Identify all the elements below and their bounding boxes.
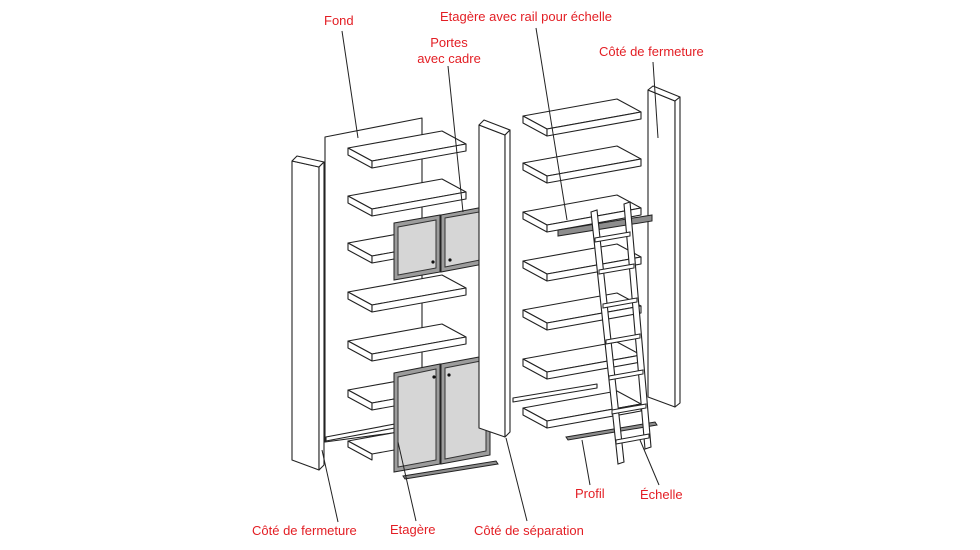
label-separation-side: Côté de séparation	[474, 523, 584, 538]
ladder	[590, 201, 652, 465]
label-closing-side-top: Côté de fermeture	[599, 44, 704, 59]
left-shelf-5	[347, 323, 467, 362]
label-fond: Fond	[324, 13, 354, 28]
left-shelf-2	[347, 178, 467, 217]
label-doors-line-2: avec cadre	[417, 51, 481, 66]
label-closing-side-bottom: Côté de fermeture	[252, 523, 357, 538]
leader-lines	[321, 27, 660, 523]
right-floor-profiles	[512, 383, 658, 441]
left-shelf-4	[347, 274, 467, 313]
label-profile: Profil	[575, 486, 605, 501]
right-shelf-5	[522, 292, 642, 331]
right-shelf-2	[522, 145, 642, 184]
separation-side	[478, 119, 511, 438]
label-rail-shelf: Etagère avec rail pour échelle	[440, 9, 612, 24]
left-shelf-1	[347, 130, 467, 169]
lower-framed-doors	[393, 354, 491, 473]
left-closing-side	[291, 155, 325, 471]
right-shelf-1	[522, 98, 642, 137]
label-doors-line-1: Portes	[430, 35, 468, 50]
upper-framed-doors	[393, 205, 490, 281]
label-doors: Portes avec cadre	[404, 35, 494, 67]
left-bottom-profile	[402, 460, 499, 480]
label-ladder: Échelle	[640, 487, 683, 502]
right-closing-side	[647, 85, 681, 408]
right-shelf-4	[522, 243, 642, 282]
label-shelf: Etagère	[390, 522, 436, 537]
